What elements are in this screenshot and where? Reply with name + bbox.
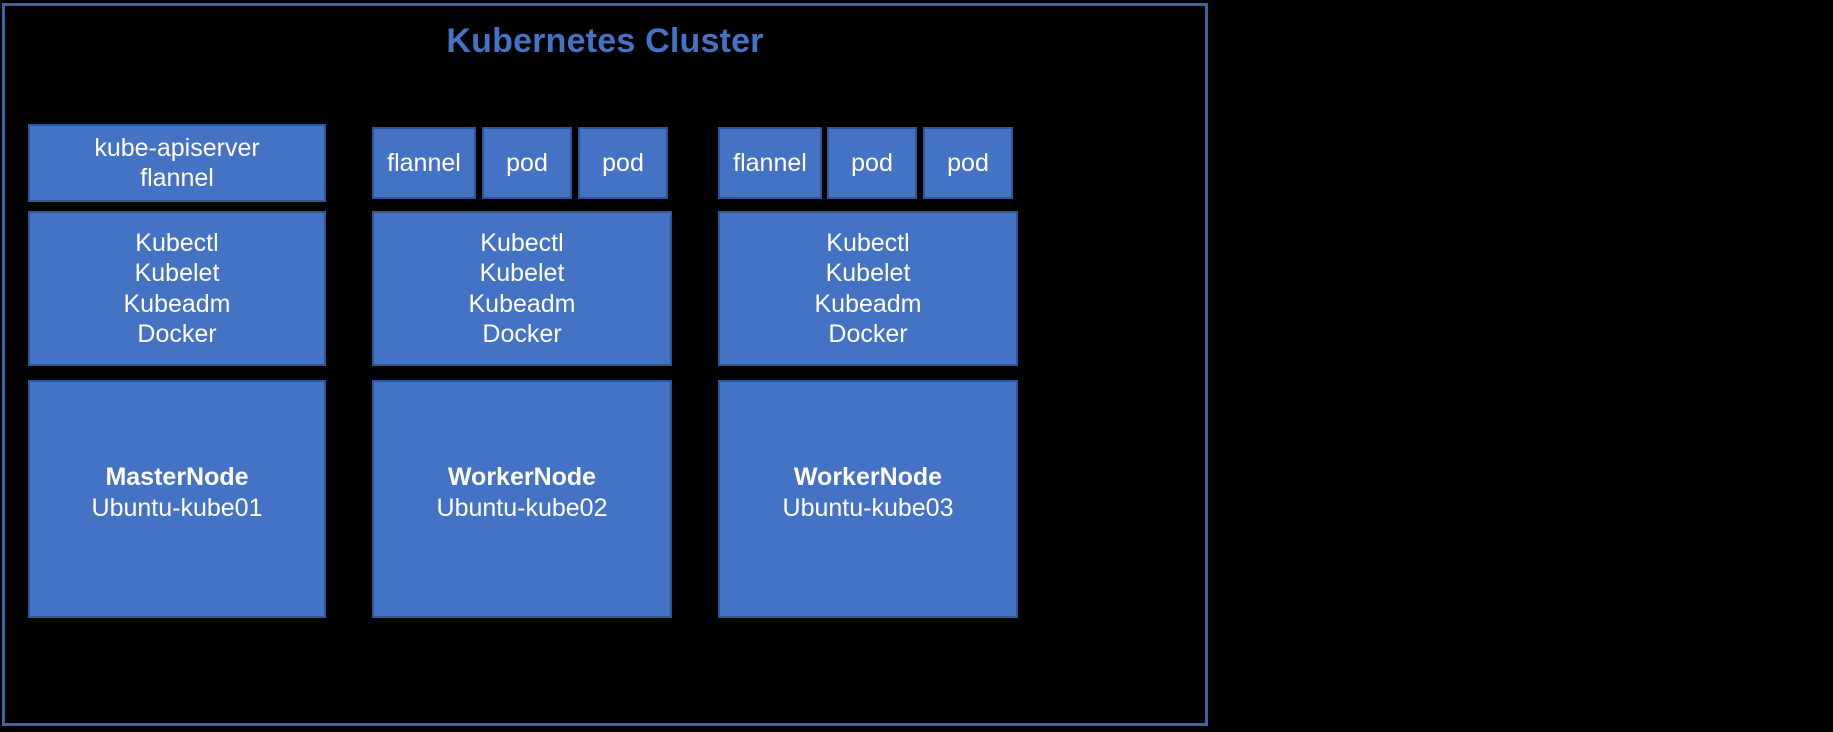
node-hostname-label: Ubuntu-kube01: [91, 493, 263, 522]
chip-label: pod: [947, 148, 989, 177]
worker02-flannel-chip[interactable]: flannel: [372, 127, 476, 199]
node-role-label: MasterNode: [105, 463, 249, 491]
chip-label: pod: [851, 148, 893, 177]
tool-line-kubelet: Kubelet: [479, 259, 565, 287]
worker03-flannel-chip[interactable]: flannel: [718, 127, 822, 199]
chip-label: flannel: [733, 148, 807, 177]
tool-line-kubelet: Kubelet: [825, 259, 911, 287]
node-hostname-label: Ubuntu-kube02: [436, 493, 608, 522]
tool-line-docker: Docker: [482, 320, 562, 348]
tool-line-docker: Docker: [828, 320, 908, 348]
worker02-pod-chip-2[interactable]: pod: [578, 127, 668, 199]
node-box-master[interactable]: MasterNode Ubuntu-kube01: [28, 380, 326, 618]
service-line-kube-apiserver: kube-apiserver: [94, 133, 260, 162]
master-tool-stack-box[interactable]: Kubectl Kubelet Kubeadm Docker: [28, 211, 326, 366]
worker03-pod-chip-1[interactable]: pod: [827, 127, 917, 199]
tool-line-kubectl: Kubectl: [480, 228, 564, 257]
node-box-worker02[interactable]: WorkerNode Ubuntu-kube02: [372, 380, 672, 618]
worker02-pod-chip-1[interactable]: pod: [482, 127, 572, 199]
service-line-flannel: flannel: [140, 164, 214, 192]
worker03-tool-stack-box[interactable]: Kubectl Kubelet Kubeadm Docker: [718, 211, 1018, 366]
tool-line-kubectl: Kubectl: [826, 228, 910, 257]
cluster-title: Kubernetes Cluster: [446, 22, 764, 60]
tool-line-kubelet: Kubelet: [134, 259, 220, 287]
node-role-label: WorkerNode: [793, 463, 943, 491]
node-box-worker03[interactable]: WorkerNode Ubuntu-kube03: [718, 380, 1018, 618]
worker02-tool-stack-box[interactable]: Kubectl Kubelet Kubeadm Docker: [372, 211, 672, 366]
tool-line-kubectl: Kubectl: [135, 228, 219, 257]
node-hostname-label: Ubuntu-kube03: [782, 493, 954, 522]
chip-label: pod: [506, 148, 548, 177]
tool-line-kubeadm: Kubeadm: [123, 289, 231, 318]
kubernetes-cluster-frame: Kubernetes Cluster kube-apiserver flanne…: [2, 3, 1208, 726]
worker03-pod-chip-2[interactable]: pod: [923, 127, 1013, 199]
tool-line-kubeadm: Kubeadm: [468, 289, 576, 318]
tool-line-kubeadm: Kubeadm: [814, 289, 922, 318]
master-services-box[interactable]: kube-apiserver flannel: [28, 124, 326, 202]
node-role-label: WorkerNode: [447, 463, 597, 491]
tool-line-docker: Docker: [137, 320, 217, 348]
chip-label: flannel: [387, 148, 461, 177]
chip-label: pod: [602, 148, 644, 177]
